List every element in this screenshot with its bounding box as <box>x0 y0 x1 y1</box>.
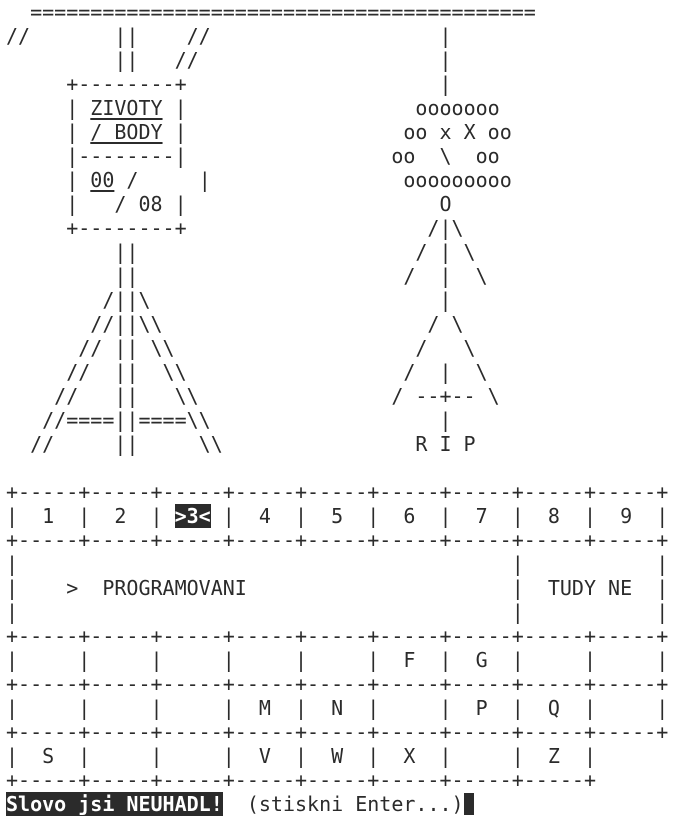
word-row-pad: | | | <box>6 552 669 576</box>
lives-value: 00 <box>90 168 115 192</box>
score-box-divider: |--------| oo \ oo <box>6 144 500 168</box>
score-box-top: +--------+ | <box>6 72 452 96</box>
selected-column-marker[interactable]: >3< <box>174 504 211 528</box>
ascii-line: // || // | <box>6 24 452 48</box>
grid-border: +-----+-----+-----+-----+-----+-----+---… <box>6 480 669 504</box>
enter-prompt: (stiskni Enter...) <box>222 792 464 816</box>
score-box-row-points: | / BODY | oo x X oo <box>6 120 512 144</box>
ascii-line: || / | \ <box>6 264 488 288</box>
grid-border: +-----+-----+-----+-----+-----+-----+---… <box>6 528 669 552</box>
lives-label: ZIVOTY <box>90 96 163 120</box>
rip-line: // || \\ R I P <box>6 432 476 456</box>
ascii-line: || // | <box>6 48 452 72</box>
grid-border: +-----+-----+-----+-----+-----+-----+---… <box>6 672 669 696</box>
points-label: / BODY <box>90 120 163 144</box>
ascii-line: /||\ | <box>6 288 452 312</box>
ascii-line: // || \\ / \ <box>6 336 476 360</box>
text-cursor <box>463 793 474 815</box>
score-box-row-values: | 00 / | ooooooooo <box>6 168 512 192</box>
grid-border: +-----+-----+-----+-----+-----+-----+---… <box>6 720 669 744</box>
score-box-bottom: +--------+ /|\ <box>6 216 464 240</box>
ascii-line: // || \\ / | \ <box>6 360 488 384</box>
letter-row: | S | | | V | W | X | | Z | <box>6 744 597 768</box>
points-value-line: | / 08 | O <box>6 192 452 216</box>
score-box-row-lives: | ZIVOTY | ooooooo <box>6 96 500 120</box>
status-message: Slovo jsi NEUHADL! <box>6 792 223 816</box>
grid-border: +-----+-----+-----+-----+-----+-----+---… <box>6 768 597 792</box>
word-row-pad: | | | <box>6 600 669 624</box>
ascii-line: //====||====\\ | <box>6 408 452 432</box>
ascii-line: //||\\ / \ <box>6 312 464 336</box>
column-header-row: | 1 | 2 | >3< | 4 | 5 | 6 | 7 | 8 | 9 | <box>6 504 669 528</box>
ascii-line: || / | \ <box>6 240 476 264</box>
word-row: | > PROGRAMOVANI | TUDY NE | <box>6 576 669 600</box>
status-line: Slovo jsi NEUHADL! (stiskni Enter...) <box>6 792 474 816</box>
grid-border: +-----+-----+-----+-----+-----+-----+---… <box>6 624 669 648</box>
letter-row: | | | | | | F | G | | | <box>6 648 669 672</box>
letter-row: | | | | M | N | | P | Q | | <box>6 696 669 720</box>
hanger-bar: ========================================… <box>6 0 536 24</box>
ascii-line: // || \\ / --+-- \ <box>6 384 500 408</box>
